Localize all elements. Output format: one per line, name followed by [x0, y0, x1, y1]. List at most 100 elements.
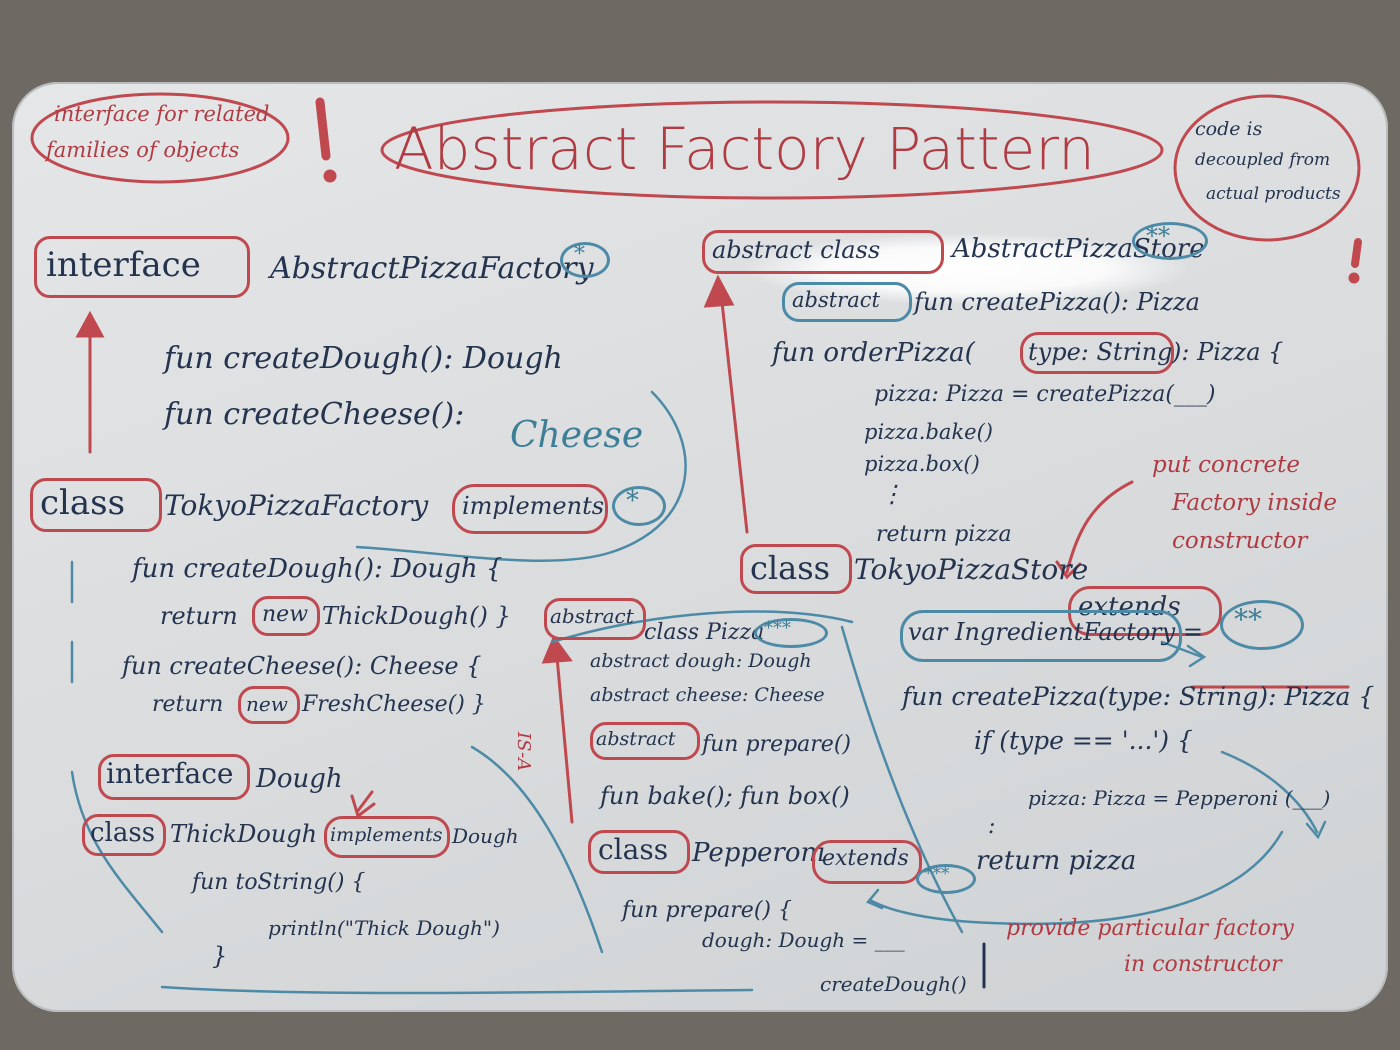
keyword-class: class: [40, 483, 126, 523]
new-box: [252, 596, 320, 636]
class-pepperoni-box: [588, 830, 690, 874]
store-order-a: fun orderPizza(: [772, 338, 975, 368]
note-left-line-1: interface for related: [54, 102, 270, 126]
store-create: fun createPizza(type: String): Pizza {: [902, 682, 1375, 711]
keyword-abstract-class: abstract class: [712, 236, 881, 264]
abstract-box: [544, 598, 646, 640]
class-pepperoni: Pepperoni: [692, 838, 826, 868]
store-create-pizza: fun createPizza(): Pizza: [914, 288, 1200, 316]
ingredient-box: [900, 610, 1182, 662]
mark-two-2: **: [1234, 603, 1262, 636]
implements-dough-box: [324, 816, 450, 858]
store-body-1: pizza: Pizza = createPizza(___): [874, 382, 1216, 407]
impl-cheese-fresh: FreshCheese() }: [302, 692, 486, 717]
println: println("Thick Dough"): [268, 916, 500, 940]
impl-cheese: fun createCheese(): Cheese {: [122, 652, 482, 680]
light-glare: [747, 234, 1187, 304]
mark-one-circle-2: [612, 486, 666, 526]
store-if: if (type == '...') {: [974, 726, 1193, 755]
tostring-close: }: [212, 942, 228, 970]
exclamation-left: [315, 97, 331, 161]
note-right-line-2: decoupled from: [1195, 150, 1331, 170]
store-pep: pizza: Pizza = Pepperoni (___): [1028, 786, 1331, 810]
dough-name: Dough: [256, 764, 343, 794]
note-provide-line-1: provide particular factory: [1006, 916, 1294, 941]
interface-box: [34, 236, 250, 298]
mark-three-2: ***: [924, 864, 950, 884]
keyword-interface: interface: [46, 245, 201, 285]
mark-two-circle-2: [1220, 600, 1304, 650]
abstract-box-2: [590, 722, 700, 760]
arrow-store: [720, 300, 749, 534]
impl-dough-return: return: [160, 602, 238, 630]
store-order-b: ): Pizza {: [1172, 338, 1284, 366]
mark-one: *: [574, 242, 585, 267]
interface-dough-box: [98, 754, 250, 800]
method-cheese-type: Cheese: [510, 415, 644, 456]
mark-three: ***: [764, 618, 791, 639]
impl-dough: fun createDough(): Dough {: [132, 554, 503, 584]
pepperoni-dough: dough: Dough = ___: [702, 928, 905, 952]
pizza-box-line: [550, 610, 854, 644]
left-note-outline: [30, 92, 290, 184]
right-note-outline: [1173, 94, 1361, 242]
factory-name: AbstractPizzaFactory: [270, 251, 594, 286]
note-provide-line-2: in constructor: [1124, 952, 1282, 977]
class-dough-box: [82, 814, 166, 856]
store-ret: return pizza: [976, 846, 1137, 876]
mark-two-circle: [1132, 222, 1208, 260]
store-order-type: type: String: [1028, 338, 1173, 366]
type-string-box: [1020, 332, 1174, 374]
pizza-class-name: class Pizza: [644, 620, 765, 645]
keyword-new: new: [262, 602, 309, 627]
mark-one-circle: [560, 242, 610, 278]
impl-dough-thick: ThickDough() }: [322, 602, 511, 630]
pizza-bake-box: fun bake(); fun box(): [600, 782, 850, 810]
keyword-implements-dough: implements: [330, 824, 443, 846]
curve-bottom: [160, 985, 754, 995]
mark-three-circle-2: [916, 864, 976, 894]
store-body-3: pizza.box(): [864, 452, 980, 476]
arrow-concrete: [1065, 480, 1134, 574]
is-a-label: IS-A: [513, 732, 534, 772]
mark-three-circle: [754, 618, 828, 648]
dough-iface: Dough: [452, 824, 519, 848]
note-right-line-3: actual products: [1206, 184, 1341, 204]
note-concrete-line-3: constructor: [1172, 528, 1308, 554]
store-return: return pizza: [876, 522, 1012, 547]
curve-pepperoni-store: [1220, 750, 1319, 834]
store-ingredient: var IngredientFactory =: [908, 618, 1203, 646]
abstract-create-box: [782, 282, 912, 322]
page-title: Abstract Factory Pattern: [394, 115, 1095, 183]
arrow-dough: [355, 790, 374, 814]
keyword-class-store: class: [750, 549, 831, 587]
abstract-class-box: [702, 230, 944, 274]
impl-cheese-return: return: [152, 692, 224, 717]
ink-strokes: [30, 92, 1362, 995]
curve-right: [355, 390, 687, 562]
arrow-pizza: [555, 655, 574, 824]
store-body-2: pizza.bake(): [864, 420, 993, 444]
extends-box: [812, 840, 922, 884]
keyword-extends: extends: [822, 846, 909, 871]
class-thick-dough: ThickDough: [170, 820, 318, 848]
class-tokyo-factory: TokyoPizzaFactory: [164, 489, 429, 522]
new-box-2: [238, 686, 300, 724]
method-dough: fun createDough(): Dough: [164, 341, 563, 376]
mark-one-2: *: [626, 486, 639, 516]
note-right-line-1: code is: [1195, 118, 1263, 140]
class-store-box: [740, 544, 852, 594]
pepperoni-create-dough: createDough(): [820, 972, 967, 996]
exclamation-right: [1351, 238, 1362, 268]
keyword-class-pepperoni: class: [598, 833, 669, 866]
curve-provide: [868, 830, 1284, 926]
store-dots: ⋮: [880, 480, 904, 508]
implements-box: [452, 484, 608, 534]
keyword-abstract-2: abstract: [596, 728, 676, 750]
keyword-interface-dough: interface: [106, 757, 234, 790]
pepperoni-prepare: fun prepare() {: [622, 898, 792, 923]
method-cheese: fun createCheese():: [164, 397, 465, 432]
mark-two: **: [1146, 222, 1170, 250]
store-abstract-kw: abstract: [792, 288, 880, 312]
keyword-implements: implements: [462, 492, 605, 520]
